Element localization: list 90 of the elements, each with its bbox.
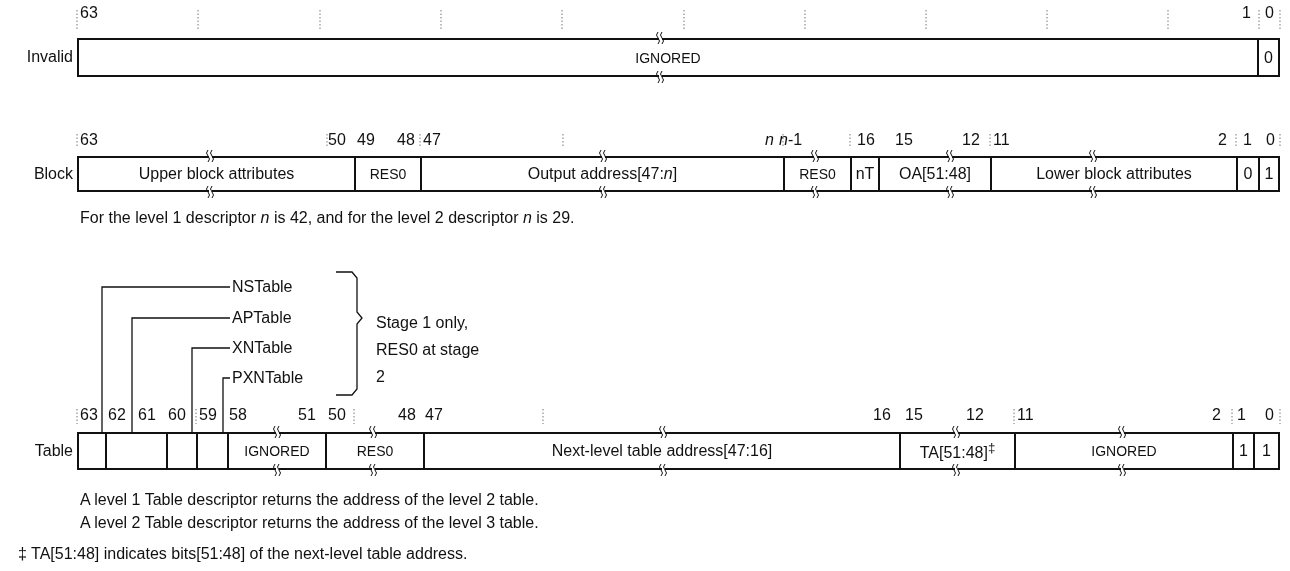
- bit-number: 0: [1265, 4, 1274, 22]
- bit-number: n-1: [779, 131, 803, 149]
- bit-number: 16: [857, 131, 875, 149]
- row-label: Block: [33, 165, 73, 183]
- bit-number: 47: [423, 131, 441, 149]
- bit-number: 58: [229, 406, 247, 424]
- bit-field: [354, 156, 422, 192]
- bit-number: 16: [873, 406, 891, 424]
- field-text: RES0: [369, 166, 407, 182]
- field-text: IGNORED: [635, 49, 701, 66]
- bit-field: [899, 432, 1016, 470]
- bit-number: 0: [1265, 406, 1274, 424]
- bit-number: 15: [905, 406, 923, 424]
- row-label: Table: [34, 442, 73, 460]
- field-text: RES0: [356, 443, 394, 459]
- bit-number: 62: [108, 406, 126, 424]
- note-text: A level 1 Table descriptor returns the address of the level 2 table.: [80, 491, 539, 509]
- field-name: PXNTable: [232, 369, 304, 387]
- bit-number: 2: [1218, 131, 1227, 149]
- field-text: 0: [1264, 48, 1273, 67]
- field-text: RES0: [799, 166, 836, 182]
- bit-number: 49: [357, 131, 375, 149]
- bit-number: 15: [895, 131, 913, 149]
- bit-number: 48: [397, 131, 415, 149]
- leader-line: [222, 377, 231, 433]
- field-name: XNTable: [232, 339, 293, 357]
- bit-number: 47: [425, 406, 443, 424]
- bit-number: 1: [1243, 131, 1252, 149]
- field-text: 1: [1239, 442, 1248, 460]
- field-text: Next-level table address[47:16]: [551, 442, 773, 460]
- bit-field: [1232, 432, 1255, 470]
- bit-field: [1014, 432, 1234, 470]
- bit-field: [1257, 38, 1280, 77]
- leader-line: [101, 286, 231, 433]
- leader-line: [131, 317, 231, 433]
- bit-number: 63: [80, 406, 98, 424]
- bit-field: [1253, 432, 1280, 470]
- bit-field: [990, 156, 1238, 192]
- bit-number: 63: [80, 131, 98, 149]
- bit-field: [420, 156, 785, 192]
- bit-field: [196, 432, 229, 470]
- bit-number: n: [765, 131, 774, 149]
- bit-field: [77, 38, 1259, 77]
- bit-number: 2: [1212, 406, 1221, 424]
- field-text: Lower block attributes: [1036, 165, 1192, 183]
- bit-field: [783, 156, 852, 192]
- bit-field: [850, 156, 880, 192]
- bit-field: [1236, 156, 1260, 192]
- bit-number: 12: [966, 406, 984, 424]
- bit-number: 61: [138, 406, 156, 424]
- bracket-note: Stage 1 only, RES0 at stage 2: [376, 313, 481, 387]
- bit-number: 1: [1242, 4, 1251, 22]
- bit-number: 11: [993, 131, 1010, 149]
- bit-number: 48: [398, 406, 416, 424]
- field-text: Output address[47:n]: [527, 165, 678, 183]
- bit-number: 11: [1017, 406, 1034, 424]
- field-name: NSTable: [232, 278, 293, 296]
- bit-number: 1: [1237, 406, 1246, 424]
- bit-number: 60: [168, 406, 186, 424]
- field-name: APTable: [232, 309, 292, 327]
- leader-line: [191, 347, 231, 433]
- bit-number: 50: [328, 406, 346, 424]
- field-text: 1: [1264, 165, 1274, 183]
- row-label: Invalid: [26, 48, 73, 66]
- bit-field: [77, 156, 356, 192]
- field-text: OA[51:48]: [898, 165, 971, 183]
- note-text: A level 2 Table descriptor returns the address of the level 3 table.: [80, 514, 539, 532]
- field-text: IGNORED: [244, 443, 310, 459]
- bit-number: 51: [298, 406, 316, 424]
- footnote: ‡ TA[51:48] indicates bits[51:48] of the next-level table address.: [18, 545, 468, 563]
- bit-field: [77, 432, 107, 470]
- bit-field: [105, 432, 168, 470]
- note-text: For the level 1 descriptor n is 42, and for the level 2 descriptor n is 29.: [80, 209, 575, 227]
- bit-field: [1258, 156, 1280, 192]
- bit-number: 0: [1266, 131, 1275, 149]
- bit-number: 59: [199, 406, 217, 424]
- bit-number: 63: [80, 4, 98, 22]
- bit-field: [166, 432, 198, 470]
- field-text: 0: [1243, 165, 1253, 183]
- bit-field: [325, 432, 425, 470]
- field-text: TA[51:48]$^{‡}$: [919, 439, 996, 463]
- field-text: nT: [855, 165, 875, 183]
- field-text: IGNORED: [1091, 443, 1157, 459]
- bit-number: 12: [962, 131, 980, 149]
- bit-field: [878, 156, 992, 192]
- field-text: 1: [1262, 442, 1271, 460]
- bit-field: [423, 432, 901, 470]
- bit-number: 50: [328, 131, 346, 149]
- field-text: Upper block attributes: [138, 165, 295, 183]
- bit-field: [227, 432, 327, 470]
